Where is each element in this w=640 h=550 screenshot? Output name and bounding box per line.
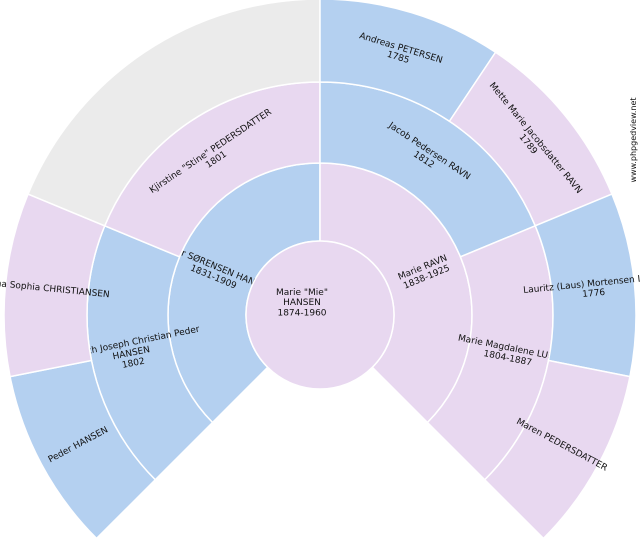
person-label-line: 1874-1960 (277, 309, 326, 319)
person-label-line: Marie "Mie" (276, 288, 328, 298)
person-label-line: 1776 (582, 288, 606, 300)
person-wedge-mmm[interactable] (483, 359, 631, 540)
person-label-line: HANSEN (283, 298, 321, 308)
website-watermark: www.phpgedview.net (629, 97, 638, 182)
person-label-line: 1802 (121, 357, 145, 371)
person-wedge-fmf (27, 0, 321, 227)
person-wedge-root[interactable] (245, 240, 395, 390)
